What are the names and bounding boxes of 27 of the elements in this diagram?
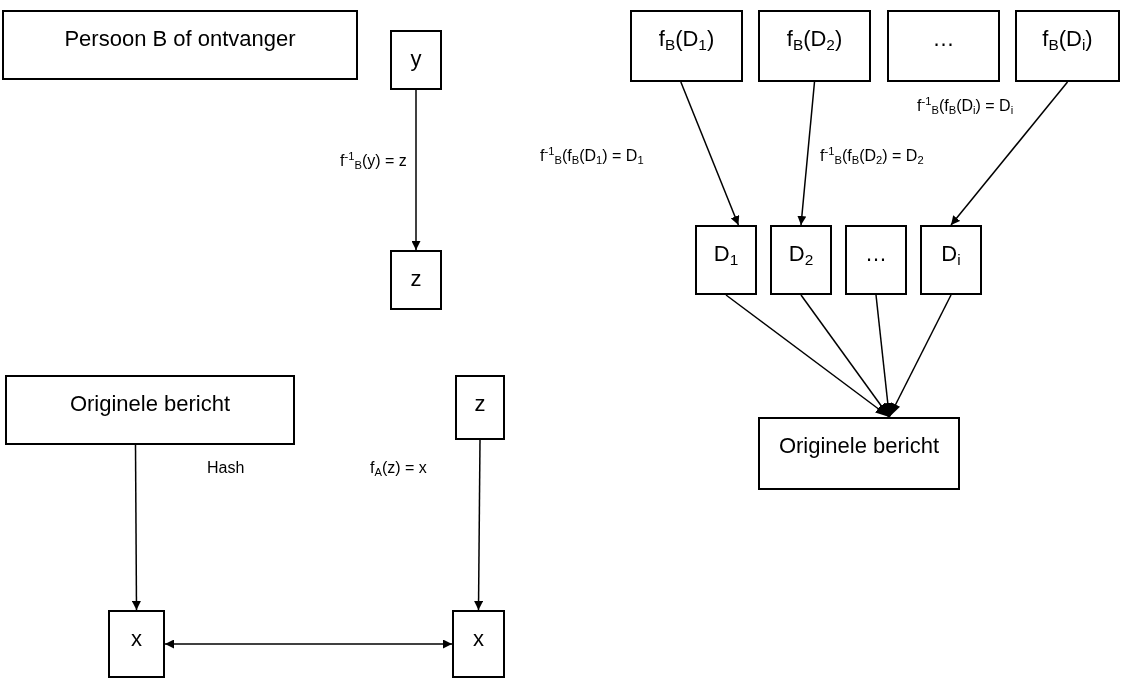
process-box: f$_{B}$(D$_{2}$) [758,10,871,82]
process-box: D$_{i}$ [920,225,982,295]
process-box: x [108,610,165,678]
process-box: z [455,375,505,440]
process-box: x [452,610,505,678]
process-box: … [845,225,907,295]
arrow [800,294,891,418]
arrow [680,81,740,226]
arrow [888,294,952,418]
arrow [875,294,893,418]
process-box: f$_{B}$(D$_{i}$) [1015,10,1120,82]
arrow [131,444,141,611]
arrow [725,294,891,418]
process-box: f$_{B}$(D$_{1}$) [630,10,743,82]
process-box: Originele bericht [5,375,295,445]
process-box: … [887,10,1000,82]
arrow [797,81,816,226]
process-box: z [390,250,442,310]
process-box: D$_{1}$ [695,225,757,295]
process-box: y [390,30,442,90]
arrow [474,439,484,611]
process-box: Persoon B of ontvanger [2,10,358,80]
process-box: D$_{2}$ [770,225,832,295]
process-box: Originele bericht [758,417,960,490]
arrow [411,89,421,251]
arrow [164,639,453,649]
arrow [950,81,1069,226]
